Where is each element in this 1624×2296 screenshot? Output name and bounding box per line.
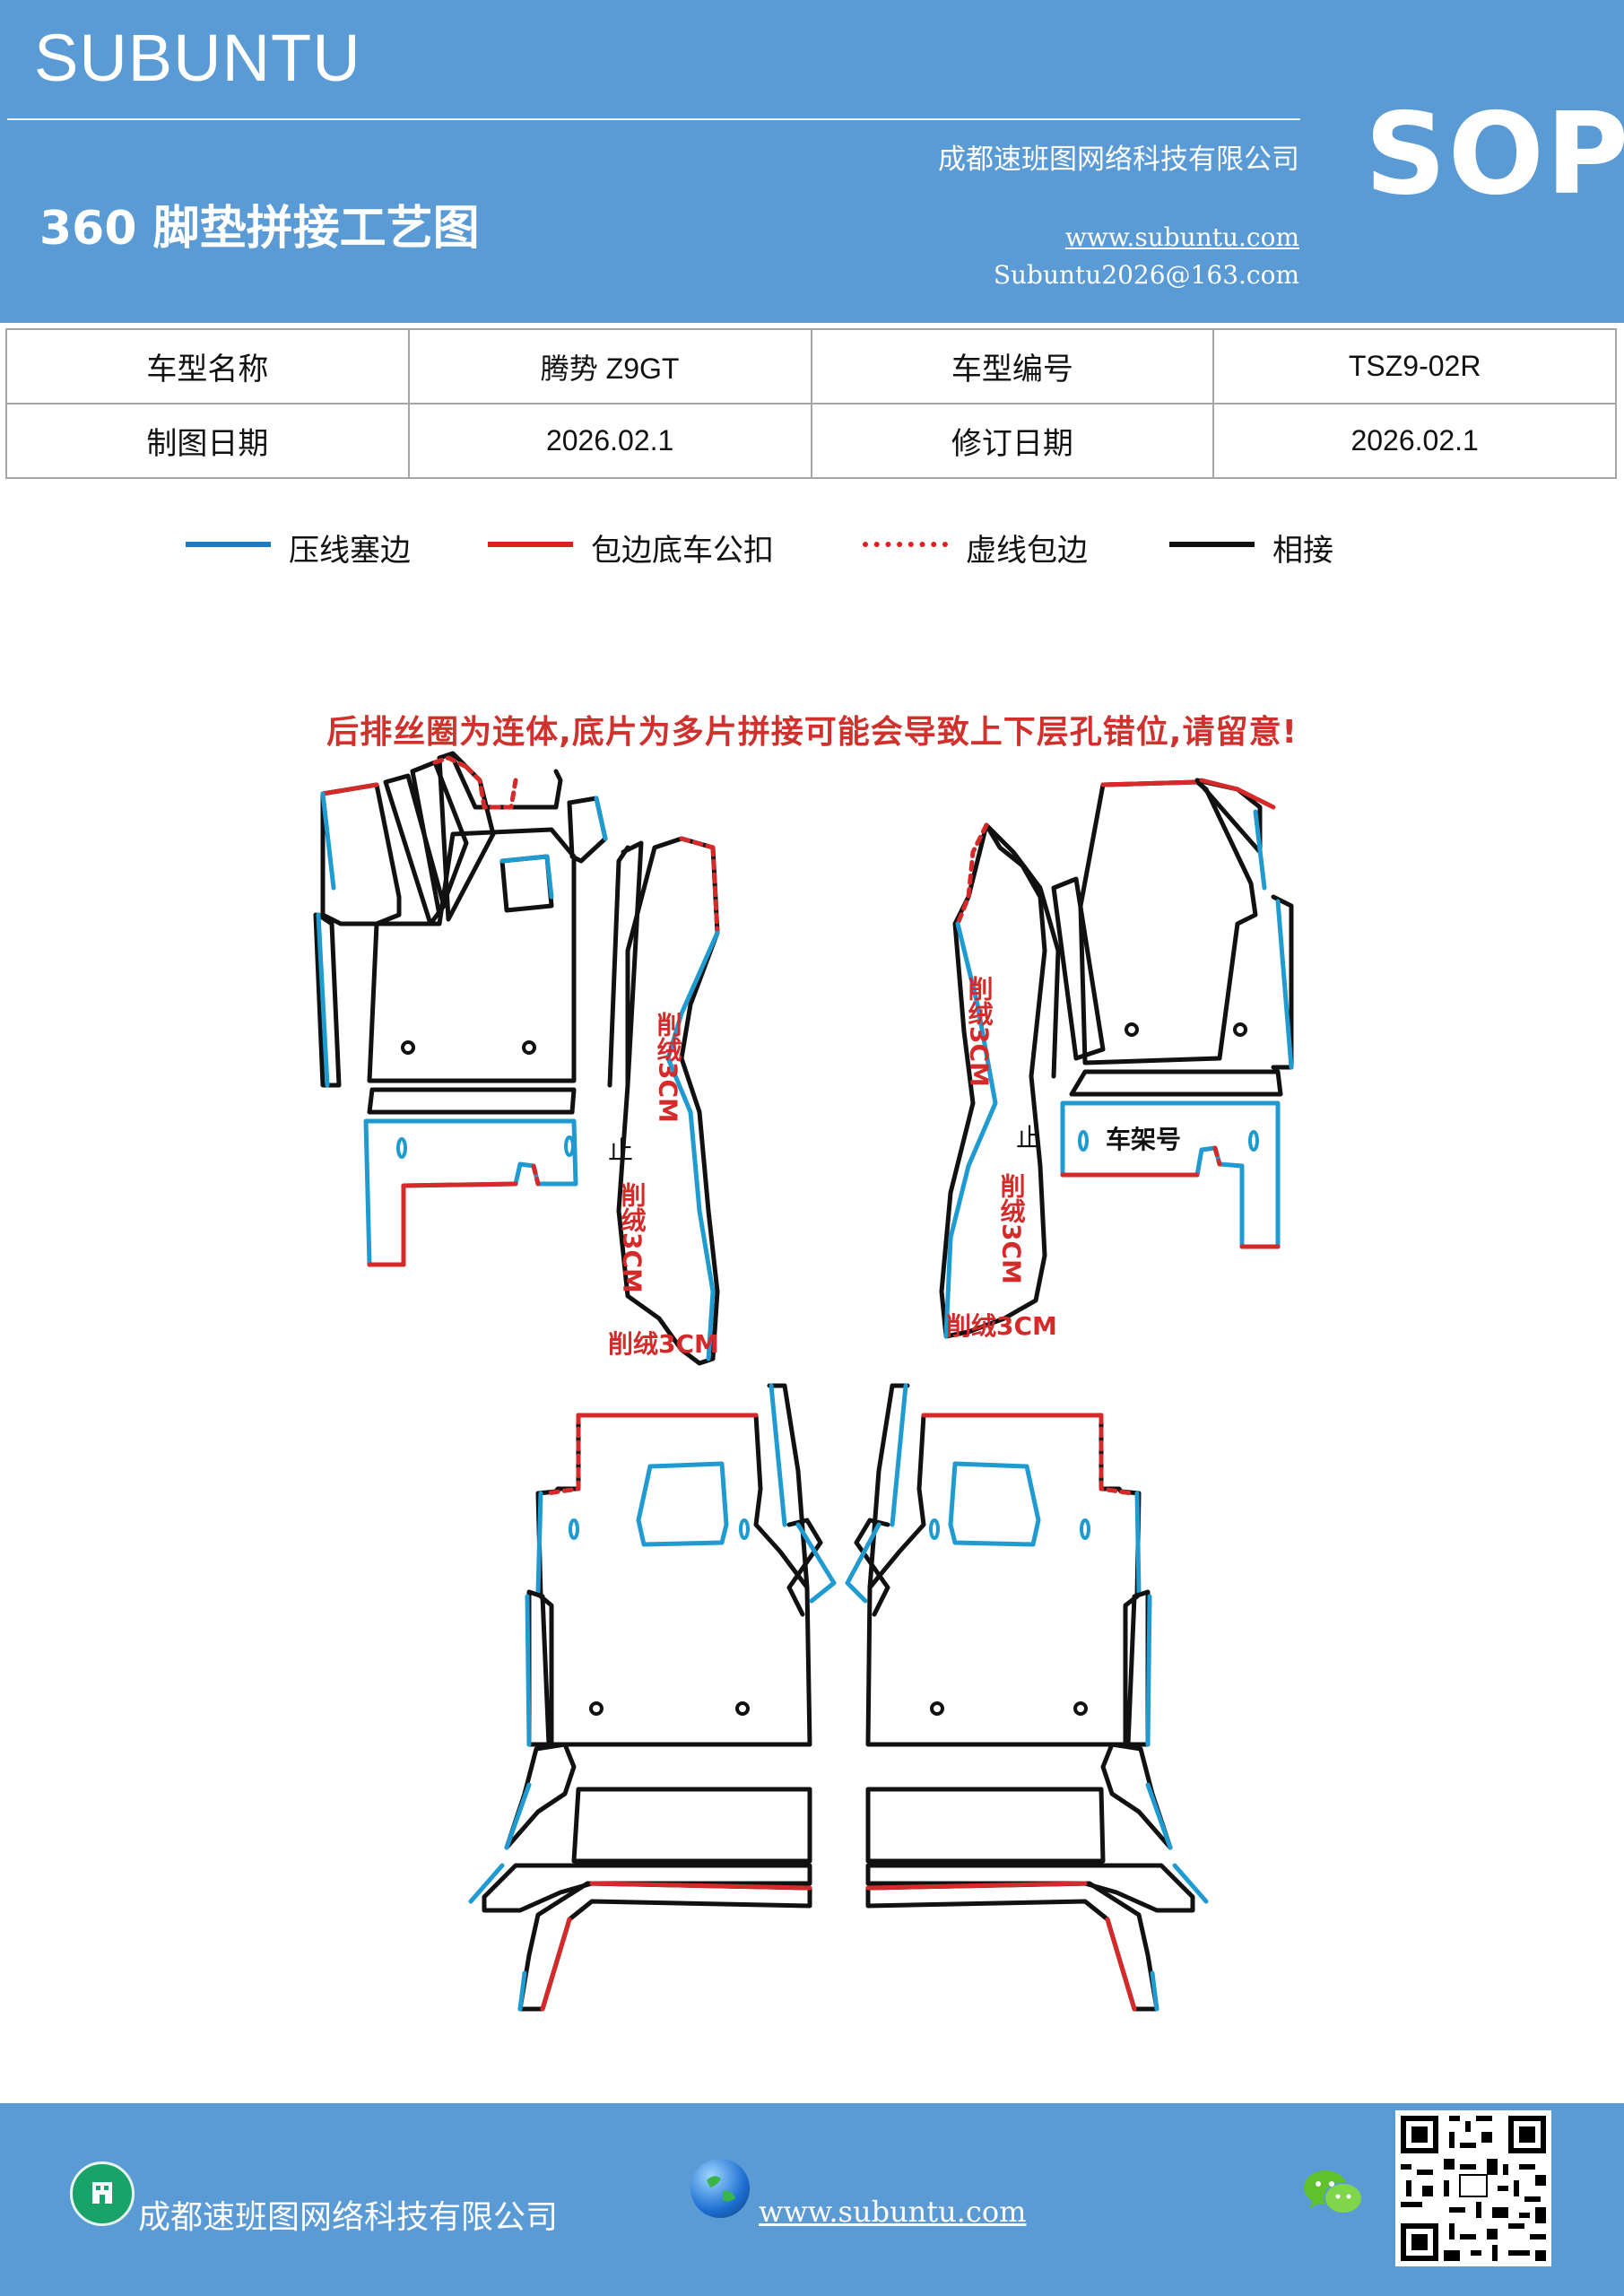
sop-badge: SOP: [1365, 88, 1624, 220]
legend-swatch: [186, 542, 271, 547]
table-cell: 2026.02.1: [1212, 403, 1617, 479]
document-title: 360 脚垫拼接工艺图: [39, 202, 480, 256]
table-cell: 车型名称: [5, 328, 410, 404]
building-icon: [70, 2161, 135, 2226]
legend-label: 压线塞边: [289, 533, 411, 569]
table-cell: 修订日期: [810, 403, 1215, 479]
mat-rear-left: [468, 1383, 837, 2012]
legend-label: 虚线包边: [966, 533, 1088, 569]
email-address: Subuntu2026@163.com: [993, 260, 1299, 290]
footer-band: 成都速班图网络科技有限公司 www.subuntu.com: [0, 2103, 1624, 2296]
legend-label: 相接: [1272, 533, 1333, 569]
legend-swatch: [863, 542, 948, 547]
table-cell: 制图日期: [5, 403, 410, 479]
header-divider: [7, 118, 1300, 120]
website-link[interactable]: www.subuntu.com: [1064, 222, 1299, 252]
table-cell: 2026.02.1: [407, 403, 812, 479]
wechat-icon: [1302, 2166, 1365, 2220]
shave-note: 削绒3CM: [654, 1012, 683, 1123]
legend-swatch: [488, 542, 573, 547]
table-cell: 车型编号: [810, 328, 1215, 404]
frame-number-label: 车架号: [1106, 1125, 1181, 1154]
brand-logo-text: SUBUNTU: [34, 21, 361, 95]
mat-front-right: [984, 778, 1294, 1249]
mat-rear-right: [845, 1383, 1209, 2012]
mat-front-left: [313, 751, 644, 1267]
stop-mark: 止: [1016, 1123, 1041, 1152]
line-legend: 压线塞边 包边底车公扣 虚线包边 相接: [0, 526, 1624, 570]
globe-icon: [690, 2159, 750, 2218]
table-cell: TSZ9-02R: [1212, 328, 1617, 404]
legend-label: 包边底车公扣: [591, 533, 774, 569]
table-cell: 腾势 Z9GT: [407, 328, 812, 404]
table-row: 制图日期 2026.02.1 修订日期 2026.02.1: [5, 403, 1617, 479]
footer-website-link[interactable]: www.subuntu.com: [759, 2195, 1027, 2229]
mat-rear-right-strip: [939, 822, 1047, 1339]
vehicle-info-table: 车型名称 腾势 Z9GT 车型编号 TSZ9-02R 制图日期 2026.02.…: [5, 328, 1617, 479]
legend-swatch: [1169, 542, 1255, 547]
shave-note: 削绒3CM: [608, 1329, 719, 1359]
company-name: 成都速班图网络科技有限公司: [938, 144, 1299, 176]
qr-code[interactable]: [1395, 2110, 1551, 2266]
mat-rear-left-strip: [616, 836, 720, 1366]
shave-note: 削绒3CM: [946, 1311, 1057, 1341]
table-row: 车型名称 腾势 Z9GT 车型编号 TSZ9-02R: [5, 328, 1617, 404]
shave-note: 削绒3CM: [965, 976, 994, 1087]
stop-mark: 止: [608, 1135, 633, 1165]
header-band: SUBUNTU 成都速班图网络科技有限公司 360 脚垫拼接工艺图 www.su…: [0, 0, 1624, 323]
footer-company: 成都速班图网络科技有限公司: [138, 2199, 559, 2236]
warning-notice: 后排丝圈为连体,底片为多片拼接可能会导致上下层孔错位,请留意!: [326, 714, 1298, 751]
shave-note: 削绒3CM: [997, 1173, 1027, 1284]
shave-note: 削绒3CM: [618, 1182, 647, 1293]
